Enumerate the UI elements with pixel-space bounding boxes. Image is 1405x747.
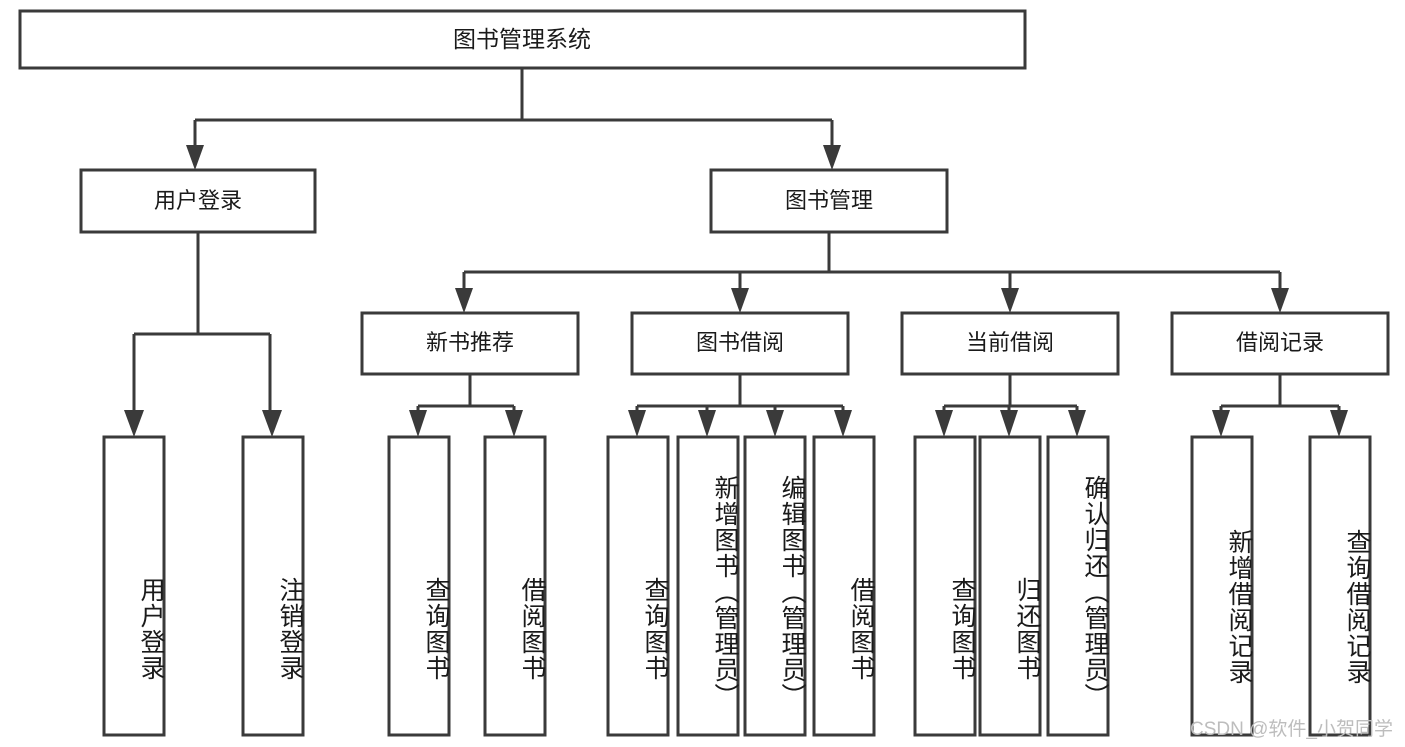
leaf-box-query-book-3[interactable] xyxy=(913,435,977,737)
node-new-book-recommend-label: 新书推荐 xyxy=(426,330,514,355)
node-root-system[interactable]: 图书管理系统 xyxy=(18,9,1027,70)
leaf-box-logout[interactable] xyxy=(241,435,305,737)
connector-current-borrow-children xyxy=(935,374,1086,437)
leaf-box-borrow-book-1[interactable] xyxy=(483,435,547,737)
connector-user-login-children xyxy=(124,232,282,437)
node-root-label: 图书管理系统 xyxy=(453,26,591,52)
node-current-borrow-label: 当前借阅 xyxy=(966,330,1054,355)
leaf-box-query-record[interactable] xyxy=(1308,435,1372,737)
leaf-box-query-book-1[interactable] xyxy=(387,435,451,737)
connector-root-to-level2 xyxy=(186,68,841,170)
leaf-box-user-login[interactable] xyxy=(102,435,166,737)
leaf-box-return-book[interactable] xyxy=(978,435,1042,737)
connector-new-book-children xyxy=(409,374,523,437)
leaf-label-confirm-return: 确认归还（管理员） xyxy=(1081,475,1109,709)
leaf-label-user-login: 用户登录 xyxy=(137,577,165,681)
node-book-management-label: 图书管理 xyxy=(785,188,873,213)
leaf-label-query-book-1: 查询图书 xyxy=(422,577,450,681)
leaf-label-query-book-2: 查询图书 xyxy=(641,577,669,681)
node-current-borrow[interactable]: 当前借阅 xyxy=(900,311,1120,376)
leaf-label-add-record: 新增借阅记录 xyxy=(1225,529,1253,685)
leaf-box-add-record[interactable] xyxy=(1190,435,1254,737)
leaf-box-query-book-2[interactable] xyxy=(606,435,670,737)
node-borrow-record-label: 借阅记录 xyxy=(1236,330,1324,355)
node-book-borrow[interactable]: 图书借阅 xyxy=(630,311,850,376)
csdn-watermark: CSDN @软件_小贺同学 xyxy=(1190,719,1393,740)
connector-book-borrow-children xyxy=(628,374,852,437)
leaf-label-query-book-3: 查询图书 xyxy=(948,577,976,681)
connector-borrow-record-children xyxy=(1212,374,1348,437)
leaf-box-confirm-return[interactable] xyxy=(1046,435,1110,737)
node-user-login[interactable]: 用户登录 xyxy=(79,168,317,234)
node-borrow-record[interactable]: 借阅记录 xyxy=(1170,311,1390,376)
leaf-label-return-book: 归还图书 xyxy=(1013,577,1041,681)
leaf-label-logout: 注销登录 xyxy=(276,577,304,681)
leaf-label-edit-book: 编辑图书（管理员） xyxy=(778,475,806,709)
leaf-label-query-record: 查询借阅记录 xyxy=(1343,529,1371,685)
node-book-borrow-label: 图书借阅 xyxy=(696,330,784,355)
leaf-label-borrow-book-1: 借阅图书 xyxy=(518,577,546,681)
leaf-box-borrow-book-2[interactable] xyxy=(812,435,876,737)
leaf-box-add-book[interactable] xyxy=(676,435,740,737)
connector-book-manage-children xyxy=(455,232,1289,313)
node-user-login-label: 用户登录 xyxy=(154,188,242,213)
leaf-box-edit-book[interactable] xyxy=(743,435,807,737)
leaf-label-borrow-book-2: 借阅图书 xyxy=(847,577,875,681)
node-book-management[interactable]: 图书管理 xyxy=(709,168,949,234)
leaf-label-add-book: 新增图书（管理员） xyxy=(711,475,739,709)
node-new-book-recommend[interactable]: 新书推荐 xyxy=(360,311,580,376)
